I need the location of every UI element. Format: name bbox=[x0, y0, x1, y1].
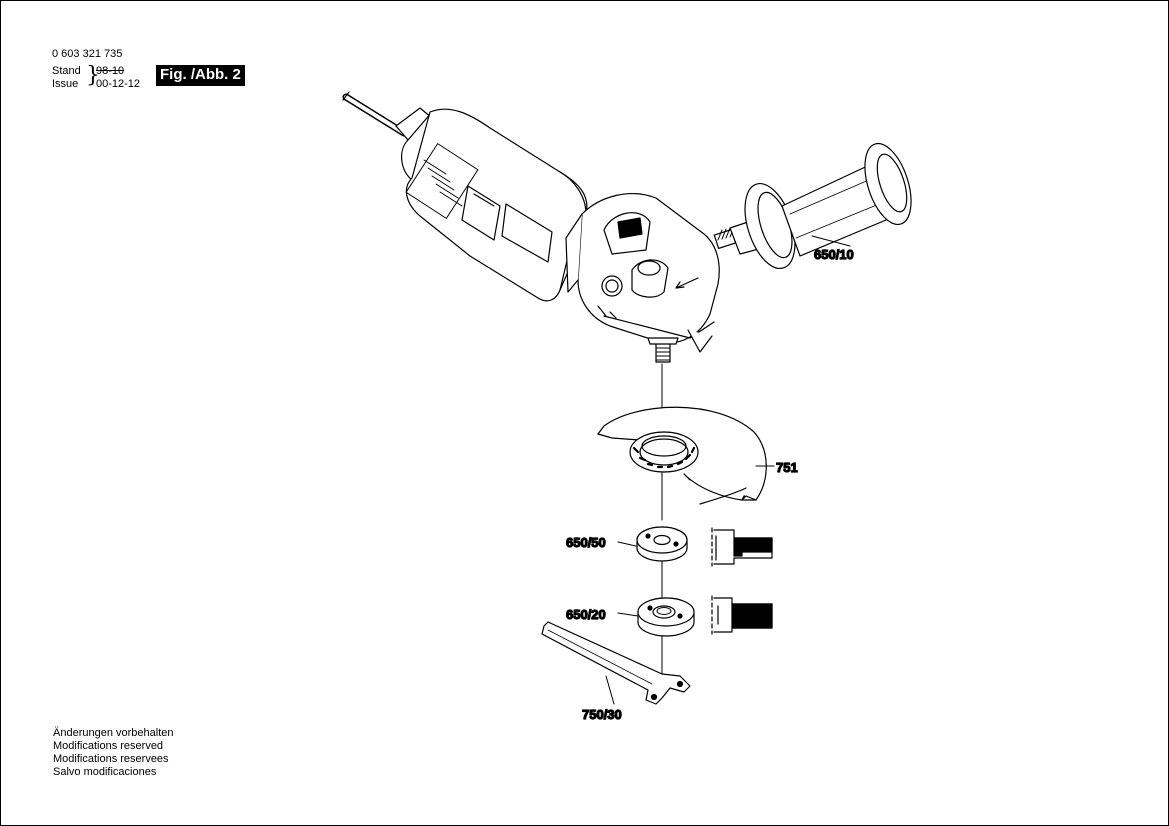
part-label-751: 751 bbox=[776, 460, 798, 475]
clamping-nut-650-20-illustration bbox=[637, 597, 695, 637]
part-label-750-30: 750/30 bbox=[582, 707, 622, 722]
modifications-notice: Änderungen vorbehalten Modifications res… bbox=[53, 727, 173, 779]
flange-profile-650-50 bbox=[711, 527, 773, 567]
flange-650-50-illustration bbox=[636, 526, 688, 562]
notice-line-en: Modifications reserved bbox=[53, 740, 164, 752]
document-number: 0 603 321 735 bbox=[52, 48, 123, 60]
brace-symbol: } bbox=[86, 63, 100, 88]
issue-label: Issue bbox=[52, 78, 79, 90]
part-label-650-10: 650/10 bbox=[814, 247, 854, 262]
issue-date: 00-12-12 bbox=[96, 78, 141, 90]
stand-date: 98-10 bbox=[96, 65, 125, 77]
two-pin-spanner-illustration bbox=[541, 621, 691, 705]
wheel-guard-illustration bbox=[597, 406, 767, 505]
notice-line-de: Änderungen vorbehalten bbox=[53, 727, 174, 739]
part-label-650-50: 650/50 bbox=[566, 535, 606, 550]
angle-grinder-illustration bbox=[342, 91, 720, 363]
side-handle-illustration bbox=[713, 142, 912, 269]
stand-label: Stand bbox=[52, 65, 81, 77]
part-label-650-20: 650/20 bbox=[566, 607, 606, 622]
notice-line-es: Salvo modificaciones bbox=[53, 766, 157, 778]
notice-line-fr: Modifications reservees bbox=[53, 753, 169, 765]
figure-label: Fig. /Abb. 2 bbox=[156, 65, 245, 86]
leader-lines bbox=[605, 235, 851, 705]
nut-profile-650-20 bbox=[711, 595, 773, 635]
